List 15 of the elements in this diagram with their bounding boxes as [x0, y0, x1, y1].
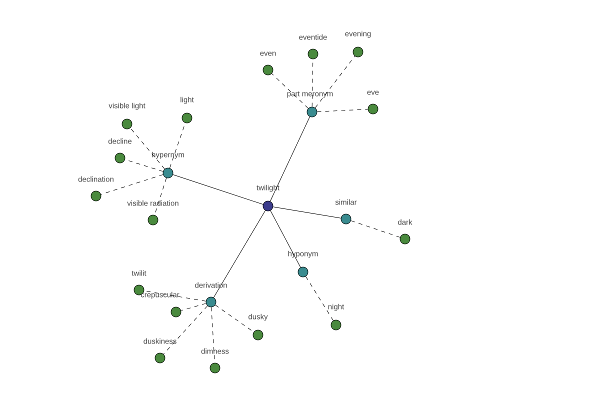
connector — [314, 56, 356, 108]
connector — [213, 210, 266, 298]
connector — [272, 206, 342, 218]
connector — [130, 128, 165, 170]
connector — [350, 220, 400, 238]
connector — [270, 210, 301, 268]
connector — [100, 174, 164, 195]
connector — [163, 306, 208, 354]
connector — [172, 174, 264, 205]
connector — [270, 116, 310, 202]
connector — [272, 73, 308, 109]
connector — [180, 303, 206, 311]
connector — [215, 304, 254, 332]
connector — [317, 109, 368, 112]
connector — [306, 276, 334, 321]
